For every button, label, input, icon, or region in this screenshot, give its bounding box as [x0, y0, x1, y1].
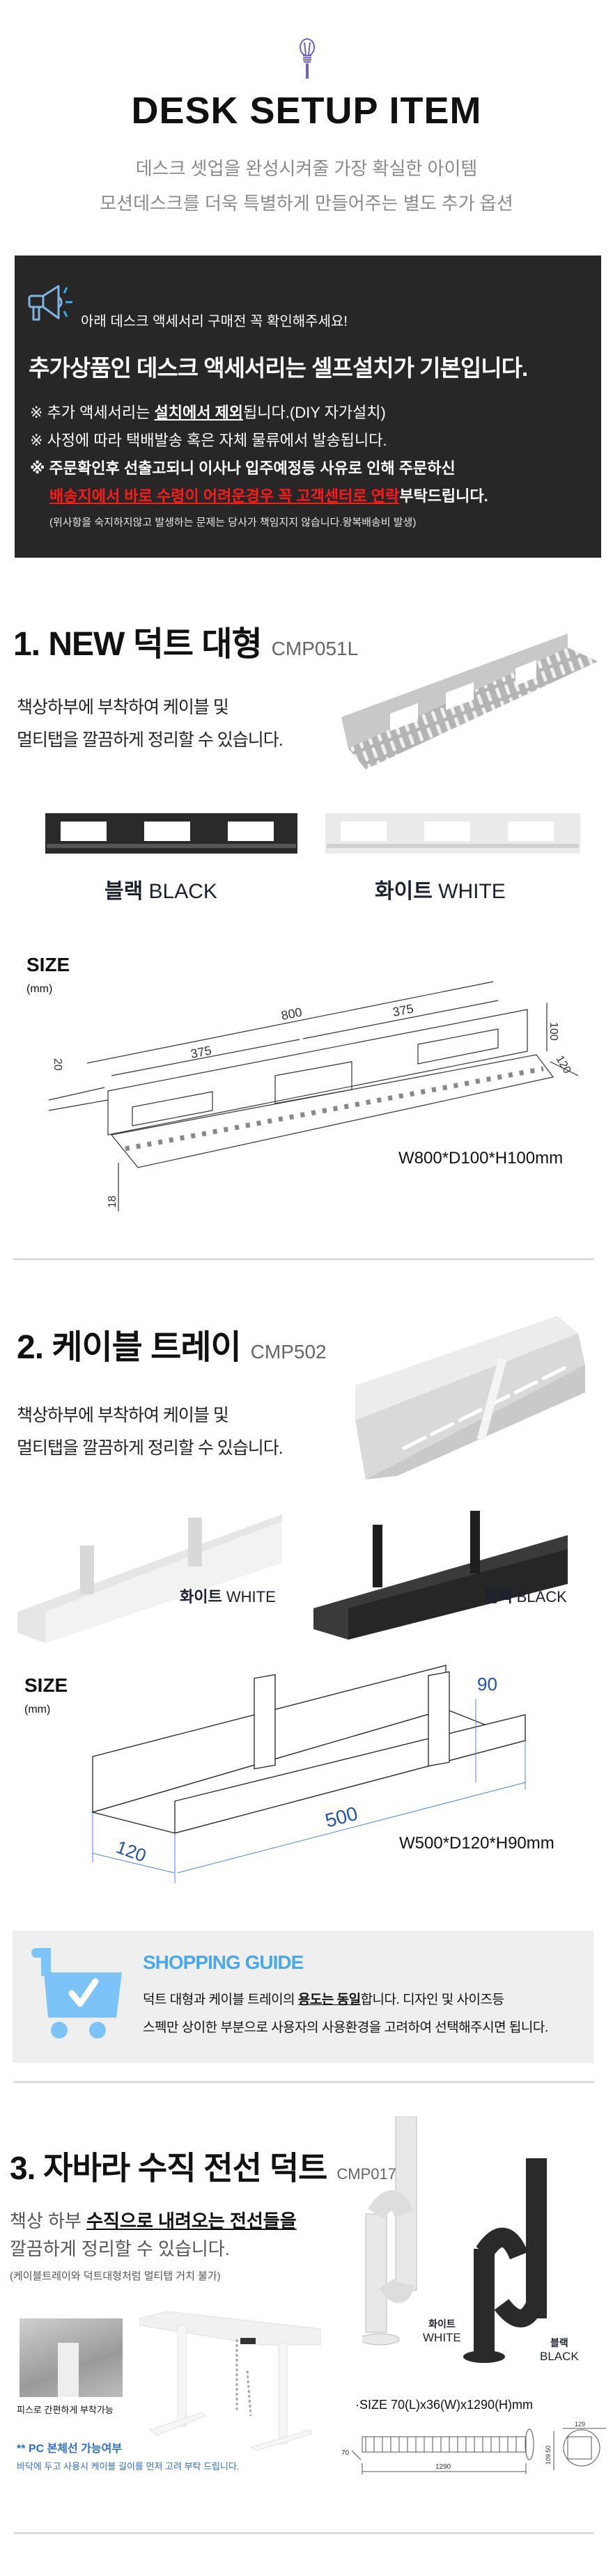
tray-size-drawing: 500 120 90 — [91, 1665, 527, 1883]
section-divider — [13, 2081, 594, 2083]
duct-size-label: SIZE — [26, 954, 70, 975]
tray-white-image — [17, 1514, 282, 1643]
shopping-cart-check-icon — [31, 1948, 125, 2042]
duct-white-image — [325, 813, 580, 854]
dim-129: 129 — [575, 2421, 585, 2428]
spine-code: CMP017 — [336, 2165, 396, 2183]
duct-black-image — [45, 813, 297, 854]
shopping-guide-line-1: 덕트 대형과 케이블 트레이의 용도는 동일합니다. 디자인 및 사이즈등 — [143, 1993, 504, 2007]
tray-size-spec: W500*D120*H90mm — [399, 1834, 554, 1853]
tray-variant-white: 화이트 WHITE — [180, 1588, 276, 1605]
page-title: DESK SETUP ITEM — [131, 90, 482, 132]
duct-desc-1: 책상하부에 부착하여 케이블 및 — [17, 698, 229, 717]
duct-variant-white: 화이트 WHITE — [375, 880, 506, 903]
dim-70: 70 — [341, 2449, 350, 2457]
notice-box: 아래 데스크 액세서리 구매전 꼭 확인해주세요! 추가상품인 데스크 액세서리… — [15, 256, 601, 558]
pc-cable-title: ** PC 본체선 가능여부 — [17, 2443, 123, 2455]
notice-alert: 아래 데스크 액세서리 구매전 꼭 확인해주세요! — [81, 314, 348, 329]
shopping-guide-title: SHOPPING GUIDE — [143, 1951, 304, 1973]
notice-note: (위사항을 숙지하지않고 발생하는 문제는 당사가 책임지지 않습니다.왕복배송… — [49, 517, 417, 528]
spine-size-spec: ·SIZE 70(L)x36(W)x1290(H)mm — [355, 2398, 534, 2412]
subtitle-line-2: 모션데스크를 더욱 특별하게 만들어주는 별도 추가 옵션 — [100, 193, 513, 214]
duct-desc-2: 멀티탭을 깔끔하게 정리할 수 있습니다. — [17, 730, 284, 750]
mounting-photo — [20, 2318, 123, 2397]
dim-375-right: 375 — [391, 1002, 414, 1019]
dim-375-left: 375 — [189, 1044, 212, 1061]
spine-product-image — [362, 2116, 547, 2363]
notice-bullet-2: ※ 사정에 따라 택배발송 혹은 자체 물류에서 발송됩니다. — [30, 432, 387, 449]
lightbulb-icon — [296, 38, 318, 84]
dim-20: 20 — [52, 1058, 63, 1071]
notice-headline: 추가상품인 데스크 액세서리는 셀프설치가 기본입니다. — [29, 355, 528, 381]
duct-variant-black: 블랙 BLACK — [104, 880, 217, 903]
section-divider — [13, 1258, 594, 1260]
tray-product-image — [355, 1316, 585, 1479]
notice-bullet-3-warning: 배송지에서 바로 수령이 어려운경우 꼭 고객센터로 연락부탁드립니다. — [49, 487, 488, 505]
duct-size-spec: W800*D100*H100mm — [398, 1149, 564, 1168]
tray-code: CMP502 — [250, 1341, 327, 1362]
duct-size-unit: (mm) — [26, 983, 53, 995]
pc-cable-text: 바닥에 두고 사용시 케이블 길이를 먼저 고려 부탁 드립니다. — [17, 2461, 240, 2472]
shopping-guide-line-2: 스펙만 상이한 부분으로 사용자의 사용환경을 고려하여 선택해주시면 됩니다. — [143, 2020, 548, 2035]
subtitle-line-1: 데스크 셋업을 완성시켜줄 가장 확실한 아이템 — [135, 158, 478, 179]
tray-size-unit: (mm) — [24, 1704, 51, 1715]
dim-800: 800 — [280, 1005, 303, 1023]
tray-size-label: SIZE — [24, 1674, 68, 1696]
spine-note: (케이블트레이와 덕트대형처럼 멀티탭 거치 불가) — [10, 2270, 221, 2282]
spine-desc-2: 깔끔하게 정리할 수 있습니다. — [10, 2238, 230, 2259]
duct-product-image — [341, 634, 598, 769]
shopping-guide-box: SHOPPING GUIDE 덕트 대형과 케이블 트레이의 용도는 동일합니다… — [13, 1931, 593, 2063]
dim-1290: 1290 — [435, 2463, 451, 2471]
dim-120: 120 — [114, 1836, 149, 1866]
duct-size-drawing: 800 375 375 100 120 20 18 — [48, 981, 579, 1211]
dim-109-50: 109.50 — [545, 2445, 552, 2465]
spine-size-drawing: 1290 70 129 109.50 — [341, 2421, 606, 2474]
dim-18: 18 — [107, 1195, 118, 1208]
desk-image — [139, 2311, 321, 2451]
dim-90: 90 — [477, 1674, 497, 1695]
notice-bullet-3: ※ 주문확인후 선출고되니 이사나 입주예정등 사유로 인해 주문하신 — [30, 460, 456, 477]
dim-100: 100 — [548, 1022, 559, 1041]
megaphone-icon — [28, 285, 78, 327]
photo-caption: 피스로 간편하게 부착가능 — [17, 2405, 114, 2415]
tray-black-image — [313, 1511, 568, 1640]
notice-bullet-1: ※ 추가 액세서리는 설치에서 제외됩니다.(DIY 자가설치) — [30, 404, 386, 421]
section-divider — [13, 2532, 594, 2534]
tray-variant-black: 블랙 BLACK — [484, 1588, 567, 1605]
duct-code: CMP051L — [271, 638, 359, 659]
spine-desc-1: 책상 하부 수직으로 내려오는 전선들을 — [10, 2210, 297, 2231]
tray-desc-2: 멀티탭을 깔끔하게 정리할 수 있습니다. — [17, 1438, 284, 1458]
tray-desc-1: 책상하부에 부착하여 케이블 및 — [17, 1406, 229, 1425]
